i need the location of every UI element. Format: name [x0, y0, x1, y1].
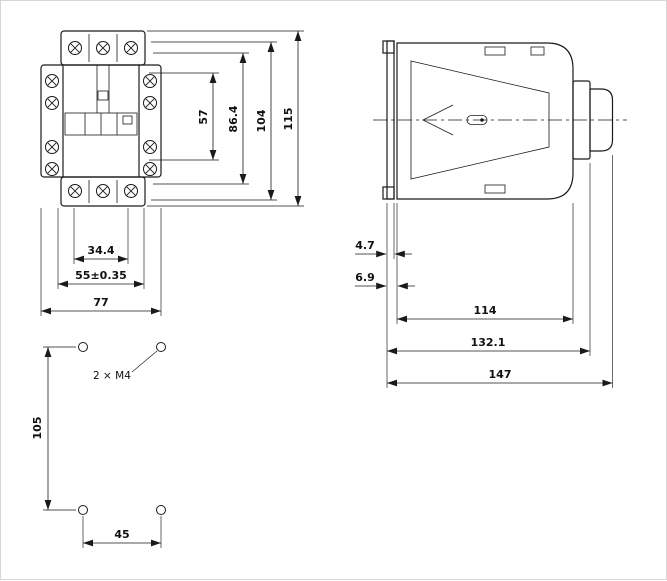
mounting-hole-icon [156, 342, 166, 352]
terminal-screw-icon [45, 74, 59, 88]
side-front-cap [589, 88, 614, 152]
terminal-screw-icon [45, 140, 59, 154]
dim-34-4: 34.4 [73, 208, 129, 264]
side-extension-lines [386, 155, 613, 388]
terminal-screw-icon [143, 96, 157, 110]
hole-size-label: 2 × M4 [93, 370, 131, 382]
side-view [373, 40, 627, 200]
terminal-screw-icon [143, 74, 157, 88]
terminal-screw-icon [45, 96, 59, 110]
dim-55: 55±0.35 [57, 208, 145, 289]
drill-plan: 2 × M4 [78, 342, 166, 515]
dim-114-label: 114 [474, 304, 497, 317]
dim-86-4: 86.4 [153, 52, 249, 185]
dim-57-label: 57 [197, 109, 210, 124]
dim-104-label: 104 [255, 109, 268, 132]
terminal-screw-icon [68, 41, 82, 55]
dim-132-1-label: 132.1 [471, 336, 506, 349]
dim-77: 77 [40, 208, 162, 316]
terminal-screw-icon [143, 162, 157, 176]
mounting-hole-icon [78, 505, 88, 515]
dim-4-7: 4.7 [355, 239, 412, 258]
dim-57: 57 [149, 72, 219, 161]
dim-147-label: 147 [489, 368, 512, 381]
dim-115: 115 [147, 30, 304, 207]
side-housing-contour [410, 60, 550, 180]
dim-132-1: 132.1 [387, 336, 590, 355]
dim-6-9: 6.9 [355, 271, 415, 290]
dim-147: 147 [387, 368, 613, 387]
terminal-screw-icon [143, 140, 157, 154]
front-view [40, 30, 162, 207]
side-main-body [396, 42, 574, 200]
terminal-screw-icon [124, 41, 138, 55]
hole-label-leader [131, 350, 158, 373]
dim-34-4-label: 34.4 [87, 244, 114, 257]
terminal-screw-icon [124, 184, 138, 198]
terminal-screw-icon [96, 184, 110, 198]
terminal-screw-icon [96, 41, 110, 55]
dim-115-label: 115 [282, 108, 295, 131]
dim-4-7-label: 4.7 [355, 239, 375, 252]
dim-105-label: 105 [31, 417, 44, 440]
din-rail-top-tab [382, 40, 395, 54]
terminal-screw-icon [45, 162, 59, 176]
front-bottom-terminal-block [60, 176, 146, 207]
dim-55-label: 55±0.35 [75, 269, 127, 282]
dim-45-label: 45 [114, 528, 129, 541]
dim-104: 104 [151, 41, 277, 201]
terminal-screw-icon [68, 184, 82, 198]
dim-86-4-label: 86.4 [227, 105, 240, 132]
dim-45: 45 [82, 516, 162, 548]
mounting-hole-icon [78, 342, 88, 352]
mounting-hole-icon [156, 505, 166, 515]
dim-114: 114 [397, 304, 573, 323]
dim-6-9-label: 6.9 [355, 271, 375, 284]
dim-77-label: 77 [93, 296, 108, 309]
dim-105: 105 [31, 346, 76, 511]
din-rail-bottom-tab [382, 186, 395, 200]
